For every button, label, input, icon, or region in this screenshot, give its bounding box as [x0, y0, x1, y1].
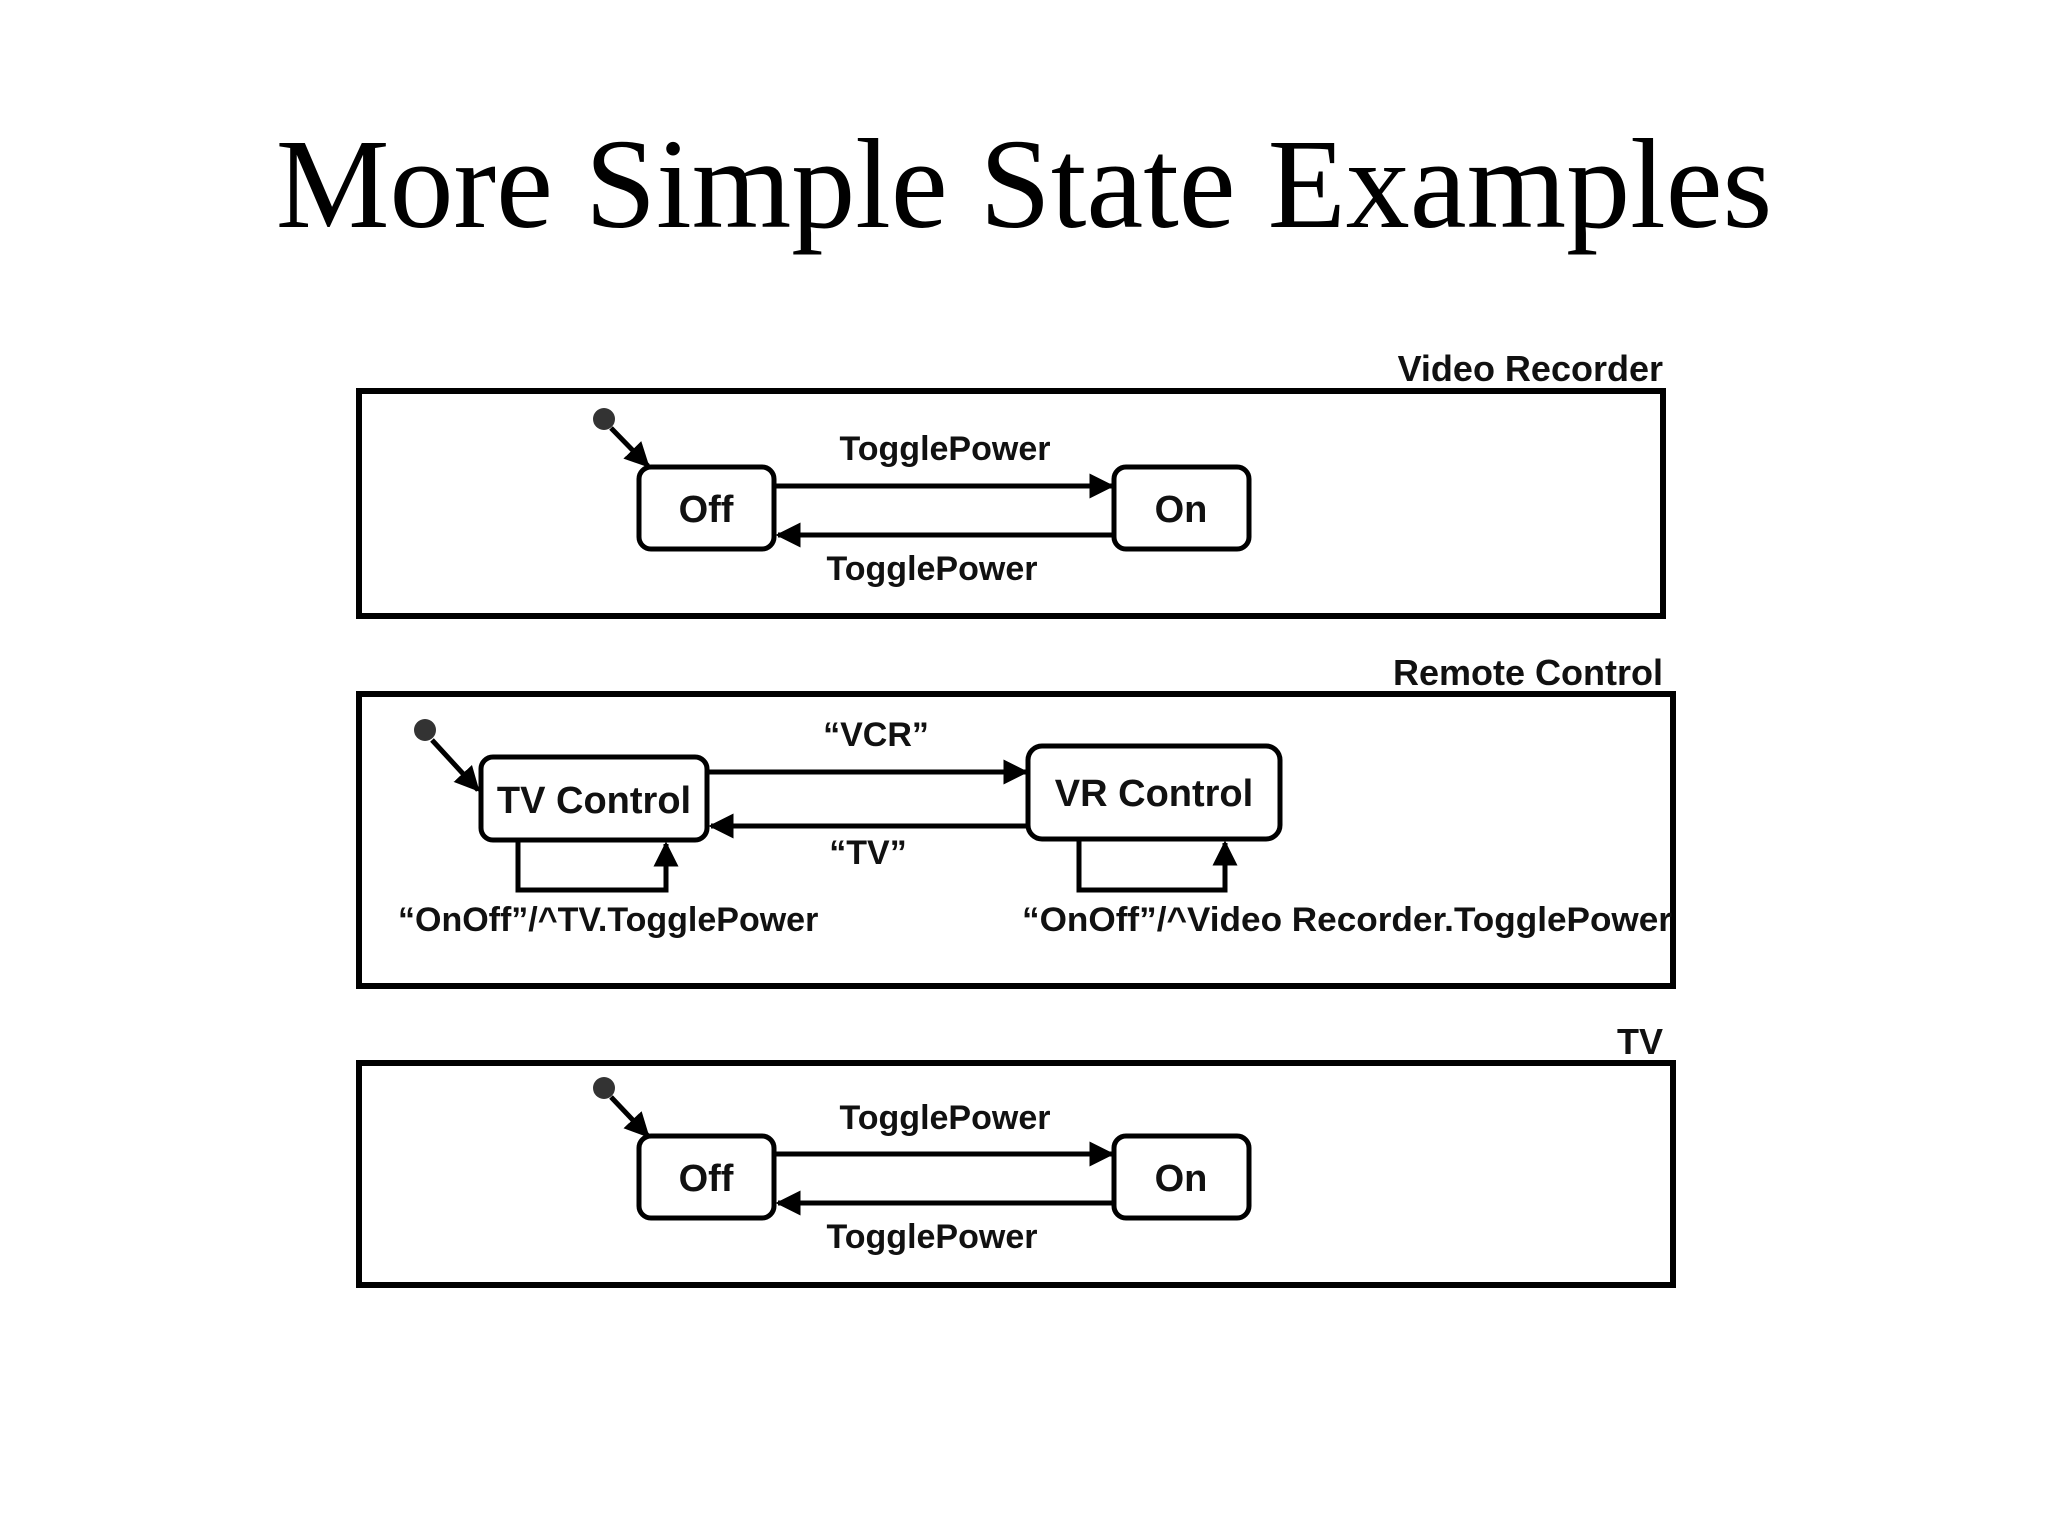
video-recorder-diagram: Video Recorder Off On TogglePower Toggle… — [356, 348, 1666, 619]
state-off — [636, 1133, 777, 1221]
state-on-label: On — [1155, 489, 1208, 531]
state-off-label: Off — [679, 1158, 734, 1200]
event-onoff-video-recorder: “OnOff”/^Video Recorder.TogglePower — [1022, 901, 1672, 939]
state-on — [1111, 1133, 1252, 1221]
initial-transition-arrow — [609, 1095, 650, 1138]
state-vr-control-label: VR Control — [1055, 773, 1253, 815]
initial-state-dot — [593, 1077, 615, 1099]
state-vr-control — [1025, 743, 1283, 842]
remote-control-diagram: Remote Control TV Control VR Control “VC… — [356, 652, 1676, 989]
initial-transition-arrow — [430, 738, 480, 792]
tv-diagram: TV Off On TogglePower TogglePower — [356, 1021, 1676, 1288]
event-toggle-power-forward: TogglePower — [840, 1099, 1051, 1137]
event-vcr: “VCR” — [823, 716, 929, 754]
event-tv: “TV” — [829, 834, 906, 872]
state-off-label: Off — [679, 489, 734, 531]
remote-control-label: Remote Control — [1393, 652, 1663, 693]
state-tv-control-label: TV Control — [497, 780, 691, 822]
state-on-label: On — [1155, 1158, 1208, 1200]
tv-label: TV — [1617, 1021, 1663, 1062]
self-transition-vr-control — [1076, 840, 1238, 893]
initial-state-dot — [593, 408, 615, 430]
event-toggle-power-forward: TogglePower — [840, 430, 1051, 468]
event-toggle-power-back: TogglePower — [827, 550, 1038, 588]
initial-transition-arrow — [609, 426, 650, 468]
state-tv-control — [478, 754, 710, 843]
self-transition-tv-control — [515, 841, 679, 893]
video-recorder-label: Video Recorder — [1398, 348, 1663, 389]
state-on — [1111, 464, 1252, 552]
event-onoff-tv: “OnOff”/^TV.TogglePower — [398, 901, 818, 939]
event-toggle-power-back: TogglePower — [827, 1218, 1038, 1256]
initial-state-dot — [414, 719, 436, 741]
remote-control-frame — [356, 691, 1676, 989]
slide-title: More Simple State Examples — [275, 113, 1773, 255]
video-recorder-frame — [356, 388, 1666, 619]
tv-frame — [356, 1060, 1676, 1288]
state-off — [636, 464, 777, 552]
